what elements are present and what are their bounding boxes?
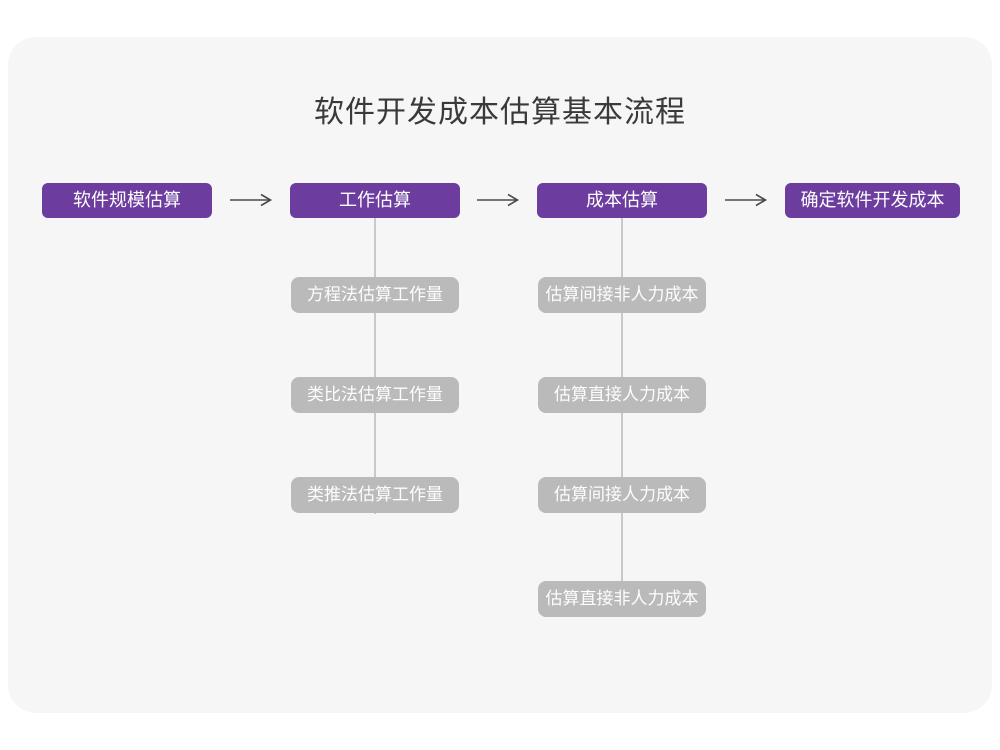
substep-indirect-labor-cost: 估算间接人力成本 [538, 477, 706, 513]
substep-direct-labor-cost: 估算直接人力成本 [538, 377, 706, 413]
flow-arrow-icon-1 [229, 193, 273, 207]
substep-indirect-nonlabor-cost: 估算间接非人力成本 [538, 277, 706, 313]
substep-equation-method: 方程法估算工作量 [291, 277, 459, 313]
flow-arrow-icon-3 [724, 193, 768, 207]
step-software-scale-estimation: 软件规模估算 [42, 183, 212, 218]
connector-line-work [374, 218, 376, 514]
substep-analogy-method: 类比法估算工作量 [291, 377, 459, 413]
flow-arrow-icon-2 [476, 193, 520, 207]
substep-extrapolation-method: 类推法估算工作量 [291, 477, 459, 513]
step-determine-dev-cost: 确定软件开发成本 [785, 183, 960, 218]
step-cost-estimation: 成本估算 [537, 183, 707, 218]
diagram-card [8, 37, 992, 713]
step-work-estimation: 工作估算 [290, 183, 460, 218]
substep-direct-nonlabor-cost: 估算直接非人力成本 [538, 581, 706, 617]
diagram-title: 软件开发成本估算基本流程 [314, 96, 686, 129]
